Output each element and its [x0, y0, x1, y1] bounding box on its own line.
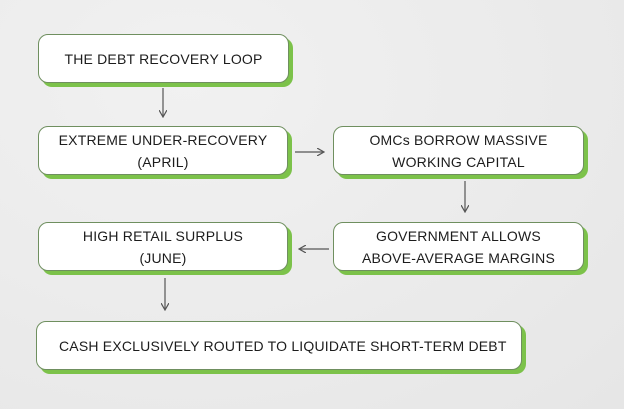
- node-government-label: GOVERNMENT ALLOWS ABOVE-AVERAGE MARGINS: [362, 227, 555, 266]
- node-cash-routed: CASH EXCLUSIVELY ROUTED TO LIQUIDATE SHO…: [36, 321, 522, 370]
- node-retail-label: HIGH RETAIL SURPLUS (JUNE): [82, 227, 244, 266]
- title-box-label: THE DEBT RECOVERY LOOP: [64, 50, 263, 67]
- node-omcs-borrow: OMCs BORROW MASSIVE WORKING CAPITAL: [333, 126, 584, 175]
- node-high-retail-surplus: HIGH RETAIL SURPLUS (JUNE): [38, 222, 288, 271]
- node-omcs-label: OMCs BORROW MASSIVE WORKING CAPITAL: [369, 131, 548, 170]
- node-extreme-under-recovery: EXTREME UNDER-RECOVERY (APRIL): [38, 126, 288, 175]
- node-government-allows: GOVERNMENT ALLOWS ABOVE-AVERAGE MARGINS: [333, 222, 584, 271]
- node-cash-label: CASH EXCLUSIVELY ROUTED TO LIQUIDATE SHO…: [59, 337, 507, 354]
- title-box: THE DEBT RECOVERY LOOP: [38, 34, 289, 83]
- node-extreme-label: EXTREME UNDER-RECOVERY (APRIL): [58, 131, 268, 170]
